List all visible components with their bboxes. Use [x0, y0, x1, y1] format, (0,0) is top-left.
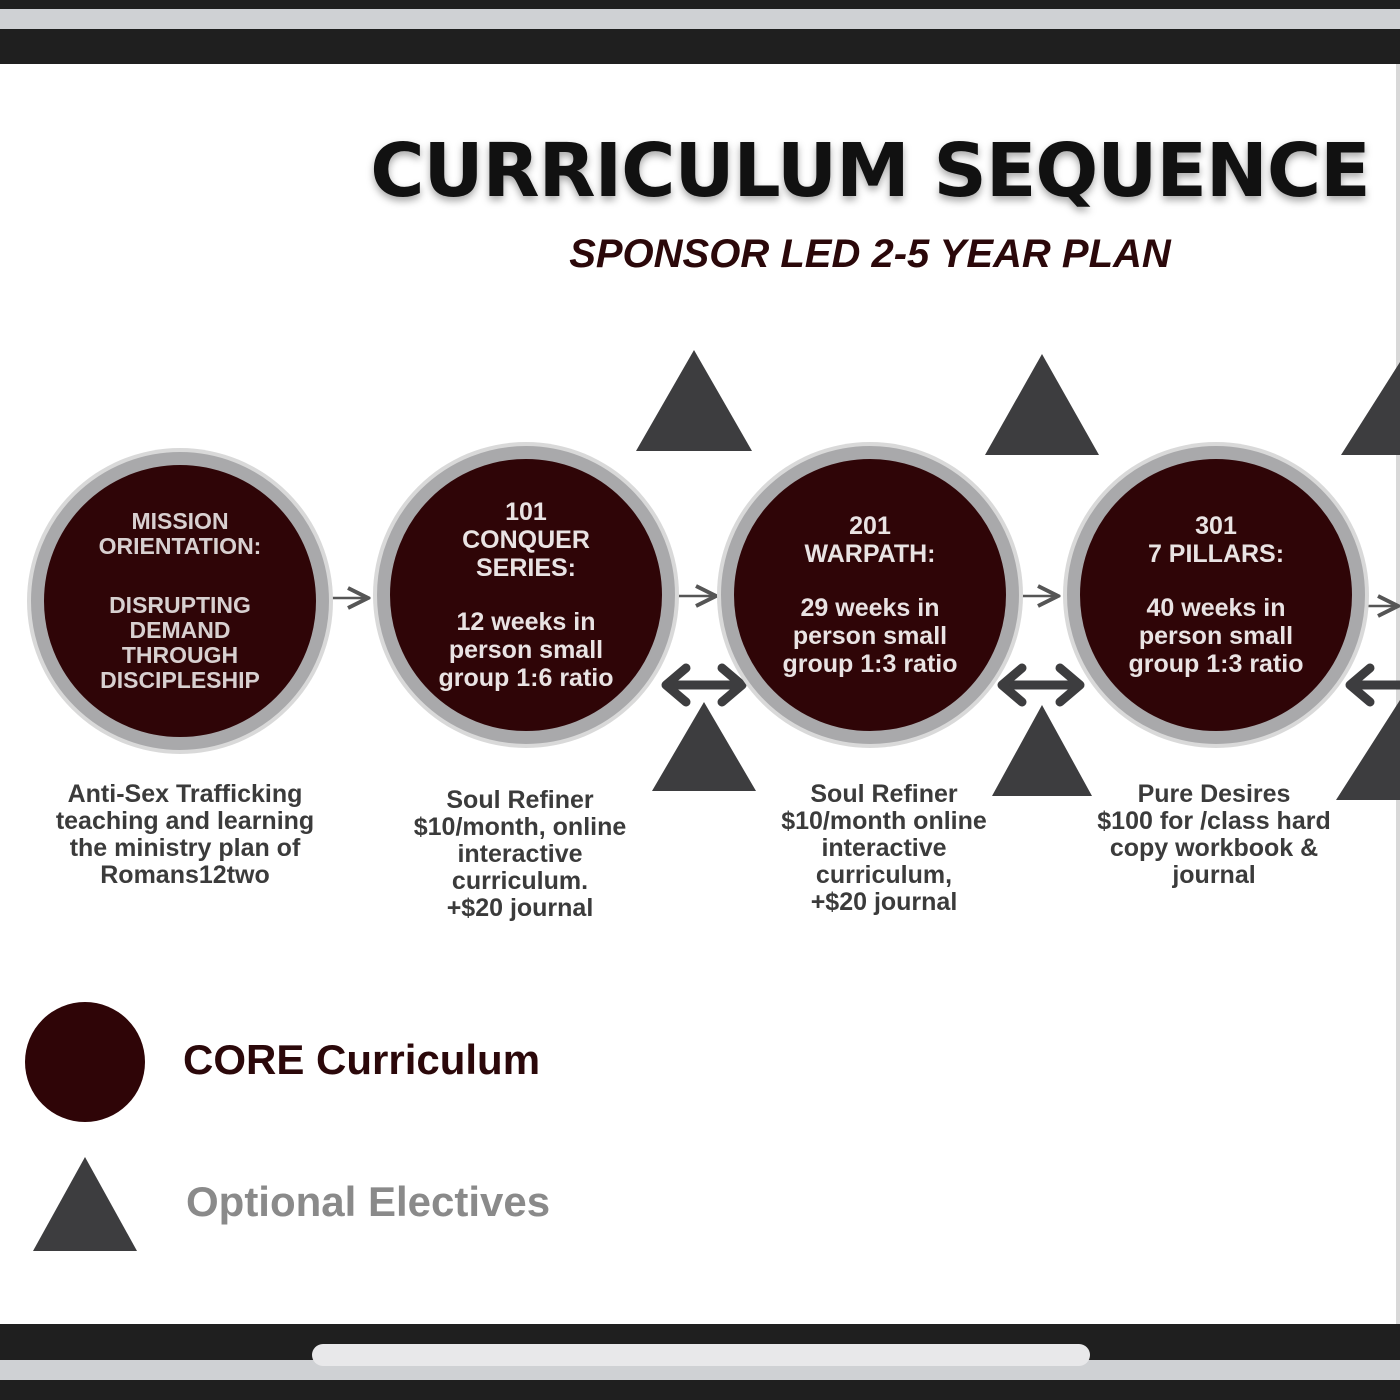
stage-circle-101-conquer-series: 101 CONQUER SERIES: 12 weeks in person s…: [377, 446, 675, 744]
double-arrow-icon: [997, 663, 1085, 707]
stage-description: Soul Refiner $10/month, online interacti…: [413, 786, 627, 922]
page-subtitle: SPONSOR LED 2-5 YEAR PLAN: [569, 232, 1171, 276]
legend-core-label: CORE Curriculum: [183, 1036, 541, 1083]
elective-triangle-icon: [1341, 362, 1400, 455]
double-arrow-icon: [1345, 663, 1400, 707]
elective-triangle-icon: [652, 702, 756, 791]
stage-description: Pure Desires $100 for /class hard copy w…: [1097, 780, 1331, 889]
elective-triangle-icon: [992, 705, 1092, 796]
legend-elective-triangle-icon: [33, 1157, 137, 1251]
legend-optional-label: Optional Electives: [186, 1178, 551, 1225]
right-edge: [1396, 64, 1400, 1324]
home-indicator[interactable]: [312, 1344, 1090, 1366]
stage-subheading: DISRUPTING DEMAND THROUGH DISCIPLESHIP: [100, 592, 260, 693]
top-bezel: [0, 0, 1400, 64]
stage-subheading: 40 weeks in person small group 1:3 ratio: [1128, 594, 1304, 678]
bottom-bezel: [0, 1324, 1400, 1400]
stage-circle-mission-orientation: MISSION ORIENTATION: DISRUPTING DEMAND T…: [31, 452, 329, 750]
stage-circle-301-7-pillars: 301 7 PILLARS: 40 weeks in person small …: [1067, 446, 1365, 744]
stage-subheading: 29 weeks in person small group 1:3 ratio: [782, 594, 958, 678]
legend-core-circle-icon: [25, 1002, 145, 1122]
elective-triangle-icon: [1336, 700, 1400, 800]
stage-description: Soul Refiner $10/month online interactiv…: [781, 780, 987, 916]
elective-triangle-icon: [985, 354, 1099, 455]
page-title: CURRICULUM SEQUENCE: [370, 128, 1370, 214]
stage-description: Anti-Sex Trafficking teaching and learni…: [55, 780, 315, 889]
double-arrow-icon: [661, 663, 747, 707]
stage-circle-201-warpath: 201 WARPATH: 29 weeks in person small gr…: [721, 446, 1019, 744]
top-bezel-stripe: [0, 9, 1400, 29]
elective-triangle-icon: [636, 350, 752, 451]
stage-heading: 201 WARPATH:: [804, 512, 936, 568]
stage-heading: MISSION ORIENTATION:: [98, 508, 262, 559]
stage-heading: 101 CONQUER SERIES:: [462, 498, 590, 582]
stage-heading: 301 7 PILLARS:: [1147, 512, 1285, 568]
stage-subheading: 12 weeks in person small group 1:6 ratio: [438, 608, 614, 692]
